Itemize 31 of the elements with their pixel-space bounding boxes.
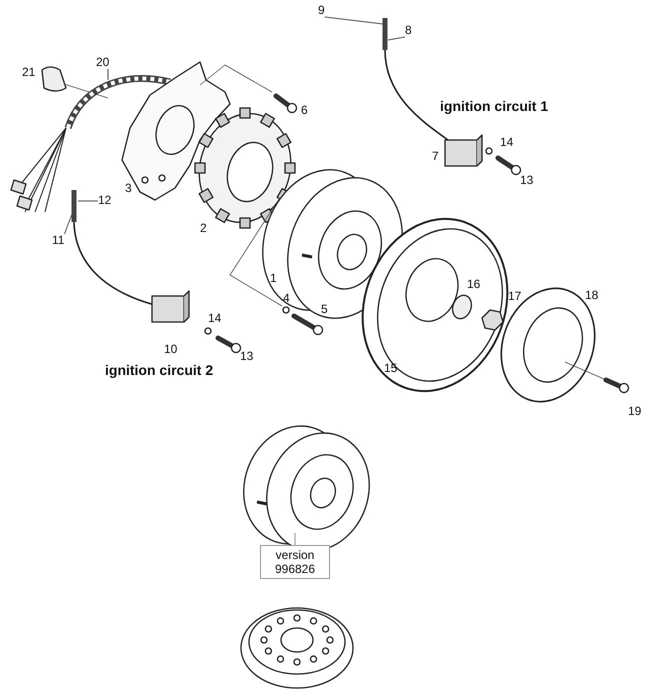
- leader-line: [294, 532, 296, 546]
- callout-number: 18: [585, 289, 598, 302]
- callout-number: 10: [164, 343, 178, 356]
- callout-number: 20: [96, 56, 110, 69]
- callout-number: 19: [628, 405, 642, 418]
- callout-number: 5: [321, 303, 328, 316]
- leader-line: [78, 200, 98, 202]
- callout-number: 11: [52, 234, 64, 247]
- callout-number: 1: [270, 272, 277, 285]
- callout-number: 9: [318, 4, 325, 17]
- callout-number: 21: [22, 66, 36, 79]
- section-heading: ignition circuit 2: [105, 362, 214, 378]
- callout-number: 14: [500, 136, 514, 149]
- callout-number: 2: [200, 222, 207, 235]
- callout-number: 14: [208, 312, 222, 325]
- callout-number: 6: [301, 104, 308, 117]
- callout-number: 15: [384, 362, 398, 375]
- callout-number: 13: [520, 174, 534, 187]
- leader-line: [388, 36, 406, 40]
- callout-number: 3: [125, 182, 132, 195]
- section-heading: ignition circuit 1: [440, 98, 548, 114]
- callout-number: 4: [283, 292, 290, 305]
- callout-number: 17: [508, 290, 522, 303]
- callout-number: 12: [98, 194, 112, 207]
- leader-line: [324, 16, 384, 24]
- callout-number: 13: [240, 350, 254, 363]
- callout-number: 16: [467, 278, 480, 291]
- callout-number: 8: [405, 24, 412, 37]
- version-label: version 996826: [260, 545, 330, 579]
- callout-number: 7: [432, 150, 439, 163]
- leader-line: [64, 214, 72, 234]
